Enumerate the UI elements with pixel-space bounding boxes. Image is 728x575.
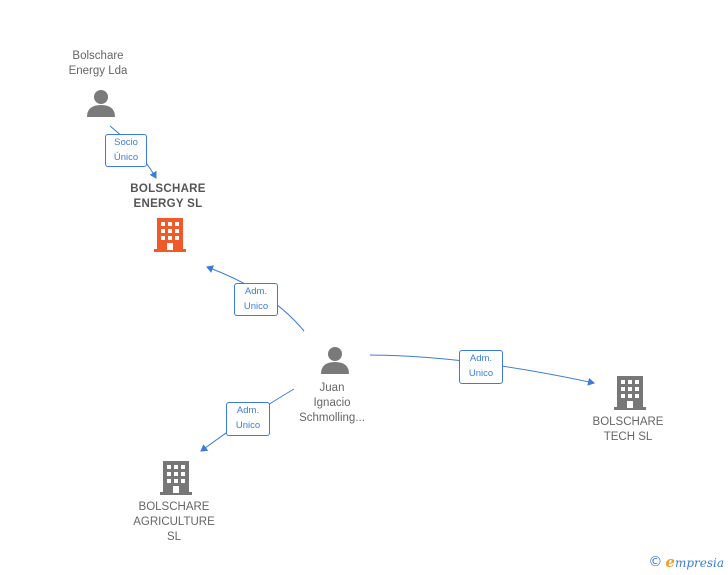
node-label-bolschare-agriculture-sl: BOLSCHARE AGRICULTURE SL	[133, 501, 215, 543]
node-label-bolschare-energy-lda: Bolschare Energy Lda	[68, 50, 128, 77]
person-icon[interactable]	[86, 89, 116, 122]
person-icon[interactable]	[320, 346, 350, 379]
brand-footer: © empresia	[648, 553, 724, 571]
building-icon[interactable]	[160, 461, 192, 500]
copyright-symbol: ©	[648, 554, 663, 570]
node-label-juan-ignacio: Juan Ignacio Schmolling...	[299, 382, 365, 424]
building-icon[interactable]	[154, 218, 186, 257]
node-label-bolschare-energy-sl: BOLSCHARE ENERGY SL	[130, 183, 206, 210]
edge-label-socio-unico[interactable]: Socio Único	[105, 134, 147, 167]
edge-label-adm-unico-agriculture[interactable]: Adm. Unico	[226, 402, 270, 436]
brand-logo[interactable]: empresia	[665, 553, 724, 571]
node-label-bolschare-tech-sl: BOLSCHARE TECH SL	[592, 416, 664, 443]
building-icon[interactable]	[614, 376, 646, 415]
edge-label-adm-unico-energy[interactable]: Adm. Unico	[234, 283, 278, 316]
edge-label-adm-unico-tech[interactable]: Adm. Unico	[459, 350, 503, 384]
